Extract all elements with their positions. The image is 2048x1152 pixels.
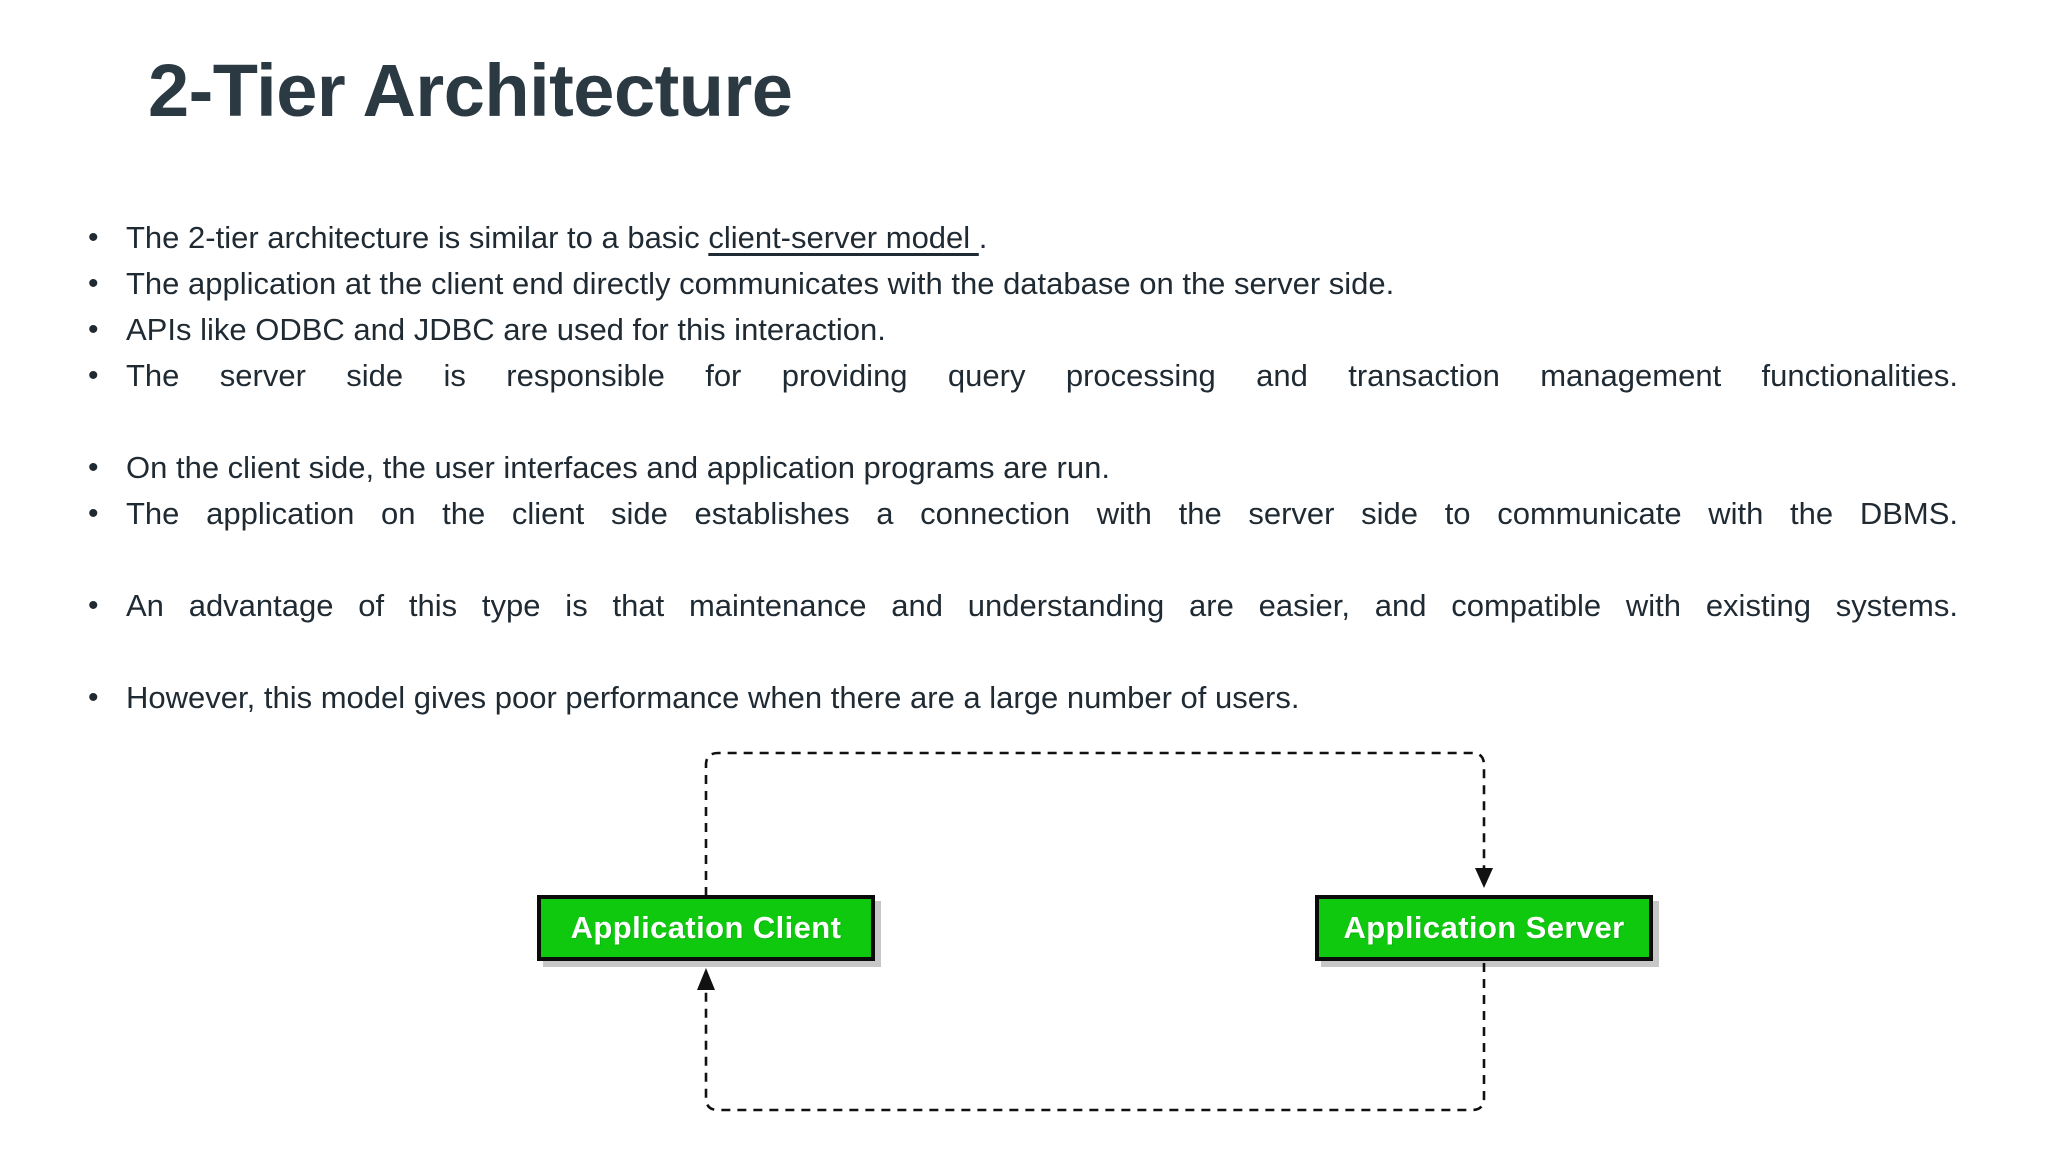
page-title: 2-Tier Architecture — [148, 49, 793, 132]
bullet-text: The application on the client side estab… — [126, 496, 1958, 531]
bullet-marker-icon: • — [88, 497, 99, 530]
bullet-text-pre: The 2-tier architecture is similar to a … — [126, 220, 709, 255]
bullet-text: APIs like ODBC and JDBC are used for thi… — [126, 312, 886, 347]
application-client-node[interactable]: Application Client — [537, 895, 875, 961]
bullet-text: The server side is responsible for provi… — [126, 358, 1958, 393]
bullet-text: An advantage of this type is that mainte… — [126, 588, 1958, 623]
arrowhead-into-server-icon — [1475, 868, 1493, 888]
connector-server-to-client — [704, 963, 1486, 1112]
arrowhead-into-client-icon — [697, 968, 715, 990]
bullet-text: On the client side, the user interfaces … — [126, 450, 1110, 485]
list-item: • The application at the client end dire… — [80, 261, 2000, 307]
list-item: • On the client side, the user interface… — [80, 445, 2000, 491]
bullet-marker-icon: • — [88, 589, 99, 622]
list-item: • The application on the client side est… — [80, 491, 2000, 583]
application-server-node[interactable]: Application Server — [1315, 895, 1653, 961]
bullet-marker-icon: • — [88, 221, 99, 254]
bullet-list: • The 2-tier architecture is similar to … — [80, 215, 2000, 721]
list-item: • APIs like ODBC and JDBC are used for t… — [80, 307, 2000, 353]
list-item: • The server side is responsible for pro… — [80, 353, 2000, 445]
bullet-text-post: . — [978, 220, 988, 255]
bullet-marker-icon: • — [88, 681, 99, 714]
application-server-label: Application Server — [1343, 910, 1625, 945]
list-item: • An advantage of this type is that main… — [80, 583, 2000, 675]
bullet-marker-icon: • — [88, 267, 99, 300]
bullet-marker-icon: • — [88, 359, 99, 392]
bullet-marker-icon: • — [88, 313, 99, 346]
list-item: • The 2-tier architecture is similar to … — [80, 215, 2000, 261]
bullet-text: The 2-tier architecture is similar to a … — [126, 215, 2000, 261]
client-server-model-link[interactable]: client-server model — [708, 220, 979, 255]
bullet-text: However, this model gives poor performan… — [126, 680, 1300, 715]
application-client-label: Application Client — [570, 910, 842, 945]
bullet-marker-icon: • — [88, 451, 99, 484]
list-item: • However, this model gives poor perform… — [80, 675, 2000, 721]
bullet-text: The application at the client end direct… — [126, 266, 1395, 301]
